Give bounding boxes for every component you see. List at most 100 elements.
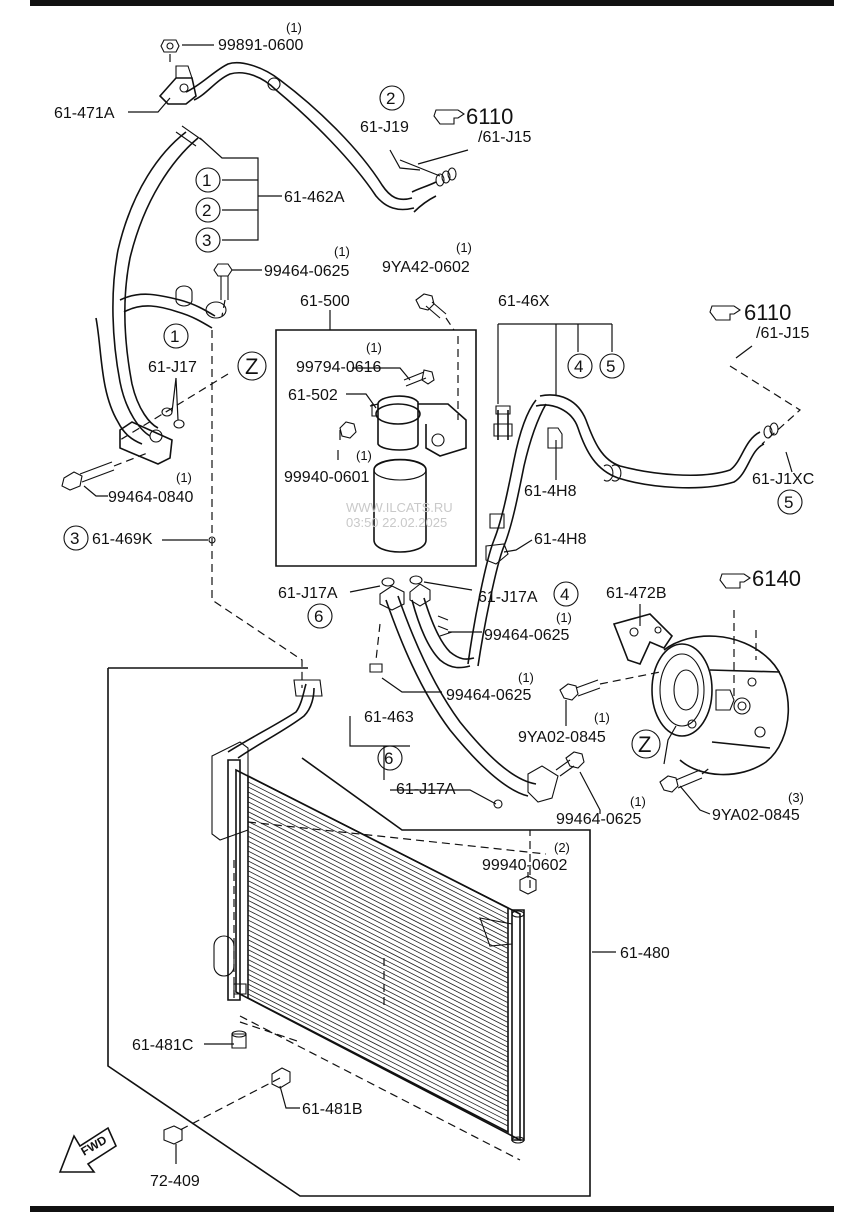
callout-circle: 2 [386, 89, 395, 108]
callout-label: 61-481C [132, 1037, 193, 1054]
callout-label: 61-471A [54, 105, 115, 122]
callout-label: 61-502 [288, 387, 338, 404]
condenser-fin [247, 919, 509, 1053]
condenser-fin [247, 899, 509, 1033]
hand-pointer-icon [719, 573, 751, 589]
liquid-pipe-61-46X [467, 365, 801, 667]
watermark-site: WWW.ILCATS.RU [346, 500, 453, 515]
callout-qty: (1) [630, 794, 646, 809]
condenser-fin [247, 826, 509, 959]
condenser-fin [247, 954, 509, 1087]
condenser-fin [247, 973, 509, 1107]
callout-circle: 2 [202, 201, 211, 220]
hand-pointer-icon [709, 305, 741, 321]
condenser-fin [247, 796, 509, 930]
callout-label: 61-J17A [478, 589, 538, 606]
condenser-fin [247, 835, 509, 969]
callout-label: 61-J1XC [752, 471, 814, 488]
callout-label: 6140 [752, 566, 801, 591]
receiver-drier-box-61-500 [275, 310, 477, 567]
callout-label: 99464-0625 [556, 811, 642, 828]
condenser-fin [247, 816, 509, 949]
callout-label: 9YA02-0845 [712, 807, 800, 824]
condenser-fin [247, 781, 509, 915]
condenser-fin [247, 885, 509, 1018]
condenser-fin [247, 840, 509, 974]
condenser-fin [247, 914, 509, 1048]
bolt-99464-0625-lower [555, 751, 585, 777]
condenser-fins [247, 781, 509, 1127]
callout-label: 61-462A [284, 189, 345, 206]
bolt-9YA02-0845-b [659, 765, 713, 793]
callout-label: 61-4H8 [524, 483, 577, 500]
callout-qty: (2) [554, 840, 570, 855]
suction-hose-61-462A [95, 62, 457, 445]
condenser-fin [247, 801, 509, 935]
condenser-fin [247, 934, 509, 1068]
condenser-fin [247, 909, 509, 1043]
callout-label: 61-481B [302, 1101, 363, 1118]
z-locator-line-upper [119, 373, 229, 441]
forward-direction-arrow: FWD [58, 1126, 118, 1173]
callout-circle: 3 [70, 529, 79, 548]
condenser-fin [247, 895, 509, 1028]
callout-label: 61-J19 [360, 119, 409, 136]
condenser-fin [247, 791, 509, 925]
callout-qty: (1) [366, 340, 382, 355]
bolt-9YA02-0845-a [559, 671, 661, 701]
discharge-hose-61-463 [369, 575, 559, 809]
condenser-fin [247, 850, 509, 984]
condenser-fin [247, 988, 509, 1122]
condenser-fin [247, 786, 509, 920]
callout-qty: (1) [518, 670, 534, 685]
callout-circle: 4 [560, 585, 569, 604]
condenser-fin [247, 860, 509, 994]
callout-label: 72-409 [150, 1173, 200, 1190]
callout-label: 99940-0601 [284, 469, 370, 486]
hand-pointer-icon [433, 109, 465, 125]
condenser-fin [247, 880, 509, 1013]
condenser-fin [247, 993, 509, 1127]
callout-label: 61-472B [606, 585, 667, 602]
bottom-border-bar [30, 1206, 834, 1212]
bracket-61-471A [158, 39, 197, 105]
condenser-fin [247, 870, 509, 1004]
callout-circle: 3 [202, 231, 211, 250]
callout-qty: (1) [594, 710, 610, 725]
callout-label: 99940-0602 [482, 857, 568, 874]
condenser-fin [247, 964, 509, 1097]
callout-label: 61-J17A [278, 585, 338, 602]
callout-label: 99464-0625 [264, 263, 350, 280]
bolt-9YA42-0602 [415, 293, 459, 420]
callout-circle: 1 [202, 171, 211, 190]
callout-label: 61-J17 [148, 359, 197, 376]
top-border-bar [30, 0, 834, 6]
callout-label: 6110 [466, 104, 513, 129]
condenser-fin [247, 978, 509, 1112]
condenser-fin [247, 845, 509, 979]
condenser-fin [247, 865, 509, 999]
callout-ref: /61-J15 [756, 325, 809, 342]
condenser-fin [247, 924, 509, 1058]
callout-label: 99464-0840 [108, 489, 194, 506]
callout-qty: (1) [456, 240, 472, 255]
condenser-fin [247, 904, 509, 1038]
circle-markers [63, 85, 803, 771]
callout-ref: /61-J15 [478, 129, 531, 146]
callout-label: 61-J17A [396, 781, 456, 798]
condenser-fin [247, 855, 509, 989]
callout-labels: (1) 99891-0600 61-471A 2 61-J19 6110 /61… [54, 20, 814, 1190]
callout-label: 61-4H8 [534, 531, 587, 548]
callout-circle: 6 [314, 607, 323, 626]
callout-qty: (1) [356, 448, 372, 463]
bolt-99464-0840 [61, 451, 151, 491]
condenser-fin [247, 939, 509, 1073]
callout-circle: 1 [170, 327, 179, 346]
condenser-fin [247, 811, 509, 944]
callout-circle: 5 [784, 493, 793, 512]
compressor-6140 [651, 610, 790, 776]
bracket-61-472B [612, 613, 674, 665]
condenser-fin [247, 830, 509, 964]
callout-label: 6110 [744, 300, 791, 325]
